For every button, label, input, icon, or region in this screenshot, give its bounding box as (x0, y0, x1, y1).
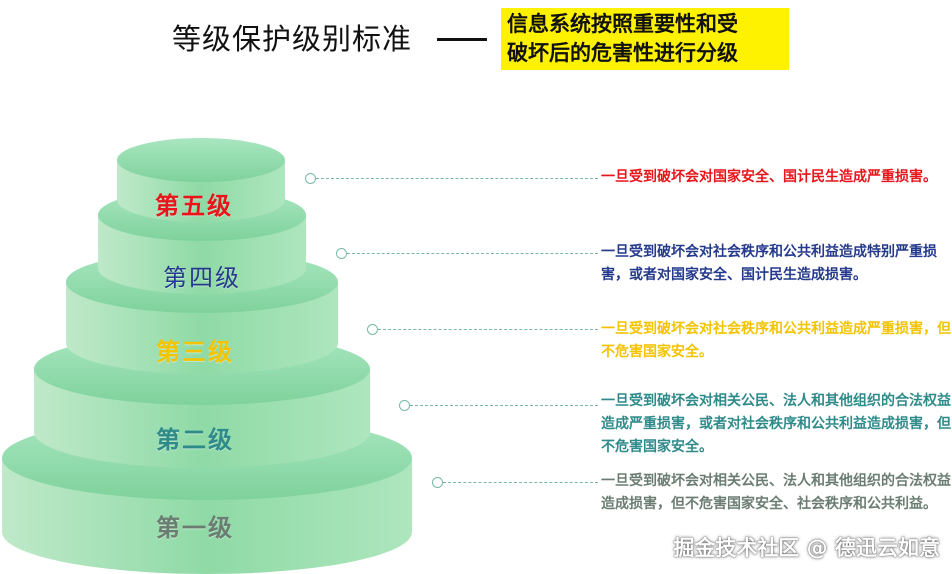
title-highlight-box: 信息系统按照重要性和受 破坏后的危害性进行分级 (501, 8, 789, 70)
tier-2-description: 一旦受到破坏会对相关公民、法人和其他组织的合法权益造成严重损害，或者对社会秩序和… (601, 393, 951, 455)
tier-3-description: 一旦受到破坏会对社会秩序和公共利益造成严重损害，但不危害国家安全。 (601, 321, 951, 360)
connector-line-2 (410, 405, 598, 406)
connector-line-5 (316, 178, 598, 179)
connector-line-4 (347, 253, 598, 254)
connector-dot-3 (367, 324, 378, 335)
tier-4-description: 一旦受到破坏会对社会秩序和公共利益造成特别严重损害，或者对国家安全、国计民生造成… (601, 244, 937, 283)
tier-4-label: 第四级 (163, 264, 241, 292)
tier-1-label: 第一级 (156, 514, 234, 542)
connector-line-3 (378, 329, 598, 330)
connector-dot-2 (399, 400, 410, 411)
tier-1-description: 一旦受到破坏会对相关公民、法人和其他组织的合法权益造成损害，但不危害国家安全、社… (601, 473, 951, 512)
tier-5-disc (117, 138, 285, 222)
connector-dot-5 (305, 173, 316, 184)
tier-3-label: 第三级 (156, 338, 234, 366)
title-dash (437, 38, 487, 41)
page-title: 等级保护级别标准 (172, 22, 413, 56)
highlight-line-2: 破坏后的危害性进行分级 (507, 41, 738, 65)
tier-5-description: 一旦受到破坏会对国家安全、国计民生造成严重损害。 (601, 169, 937, 185)
tier-2-label: 第二级 (156, 426, 234, 454)
connector-dot-4 (336, 248, 347, 259)
watermark: 掘金技术社区 @ 德迅云如意 (673, 536, 940, 560)
tier-5-label: 第五级 (155, 192, 233, 220)
highlight-line-1: 信息系统按照重要性和受 (507, 12, 738, 36)
connector-line-1 (443, 482, 598, 483)
connector-dot-1 (432, 477, 443, 488)
